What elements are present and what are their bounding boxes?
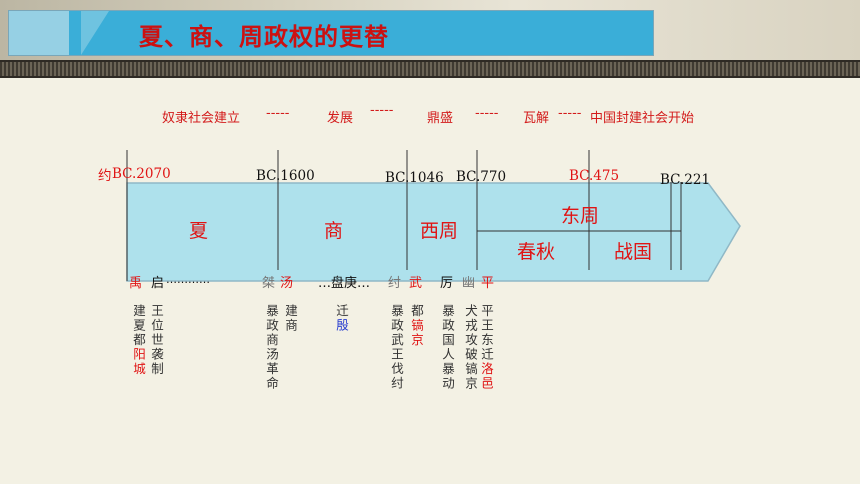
phase-dash-2: ----- <box>370 103 394 118</box>
ruler-yu: 禹 <box>129 276 143 291</box>
phase-label-decline: 瓦解 <box>523 111 550 126</box>
era-spring-autumn: 春秋 <box>517 241 556 263</box>
phase-dash-3: ----- <box>475 106 499 121</box>
ruler-zhou: 纣 <box>388 276 402 291</box>
year-label-bc770: BC.770 <box>456 169 507 185</box>
ruler-qi-dots: ………… <box>166 273 210 286</box>
note-jie-tyranny: 暴政 <box>264 304 279 333</box>
page-title: 夏、商、周政权的更替 <box>139 22 389 51</box>
ruler-jie: 桀 <box>262 276 276 291</box>
ruler-pangeng: …盘庚… <box>318 276 371 291</box>
year-label-bc1046: BC.1046 <box>385 170 444 186</box>
note-pangeng-yin: 殷 <box>334 318 349 334</box>
ruler-li: 厉 <box>440 276 454 291</box>
year-prefix-approx: 约 <box>98 168 112 184</box>
year-label-bc475: BC.475 <box>569 168 620 184</box>
phase-dash-1: ----- <box>266 106 290 121</box>
note-you: 犬戎攻破镐京 <box>462 304 478 391</box>
ruler-you: 幽 <box>462 276 476 291</box>
ruler-tang: 汤 <box>280 276 294 291</box>
note-tang-build-shang: 建商 <box>283 304 298 333</box>
note-yu-yangcheng: 阳城 <box>131 347 146 377</box>
ruler-wu: 武 <box>409 276 423 291</box>
title-bar-notch <box>81 11 109 55</box>
note-jie-revolution: 商汤革命 <box>264 333 279 391</box>
note-ping-luoyi: 洛邑 <box>479 362 494 391</box>
note-qi-hereditary: 世袭制 <box>149 333 164 377</box>
note-wu: 都镐京 <box>408 304 424 348</box>
note-qi-throne: 王位 <box>149 304 164 333</box>
year-label-bc1600: BC.1600 <box>256 168 315 184</box>
phase-label-feudal-society-begins: 中国封建社会开始 <box>590 111 695 126</box>
phase-dash-4: ----- <box>558 106 582 121</box>
note-yu-build-xia: 建夏 <box>131 304 146 333</box>
note-zhou: 暴政武王伐纣 <box>388 304 404 391</box>
era-shang: 商 <box>324 220 344 242</box>
year-label-bc2070: BC.2070 <box>112 166 171 182</box>
note-yu-capital: 都 <box>131 333 146 348</box>
phase-label-peak: 鼎盛 <box>427 111 454 126</box>
note-jie: 暴政商汤革命 <box>263 304 279 391</box>
ruler-qi: 启 <box>151 276 165 291</box>
note-yu: 建夏都阳城 <box>130 304 146 377</box>
note-zhou-tyranny: 暴政 <box>389 304 404 333</box>
note-li: 暴政国人暴动 <box>439 304 455 391</box>
note-pangeng: 迁殷 <box>333 304 349 333</box>
note-qi: 王位世袭制 <box>148 304 164 377</box>
era-warring-states: 战国 <box>614 241 653 263</box>
note-ping-move-east: 平王东迁 <box>479 304 494 362</box>
era-xia: 夏 <box>189 220 209 242</box>
phase-label-slave-society-established: 奴隶社会建立 <box>162 111 241 126</box>
note-li-uprising: 国人暴动 <box>440 333 455 391</box>
header-divider <box>0 60 860 78</box>
note-you-quanrong: 犬戎攻破镐京 <box>463 304 478 391</box>
note-li-tyranny: 暴政 <box>440 304 455 333</box>
note-wu-capital: 都 <box>409 304 424 319</box>
note-zhou-conquest: 武王伐纣 <box>389 333 404 391</box>
ruler-ping: 平 <box>481 276 495 291</box>
title-bar-highlight <box>9 11 69 55</box>
title-bar: 夏、商、周政权的更替 <box>8 10 654 56</box>
era-western-zhou: 西周 <box>420 220 459 242</box>
note-tang: 建商 <box>282 304 298 333</box>
phase-label-development: 发展 <box>327 111 354 126</box>
year-label-bc221: BC.221 <box>660 172 711 188</box>
note-pangeng-move: 迁 <box>334 304 349 319</box>
note-wu-haojing: 镐京 <box>409 318 424 348</box>
note-ping: 平王东迁洛邑 <box>478 304 494 391</box>
era-eastern-zhou: 东周 <box>561 205 600 227</box>
